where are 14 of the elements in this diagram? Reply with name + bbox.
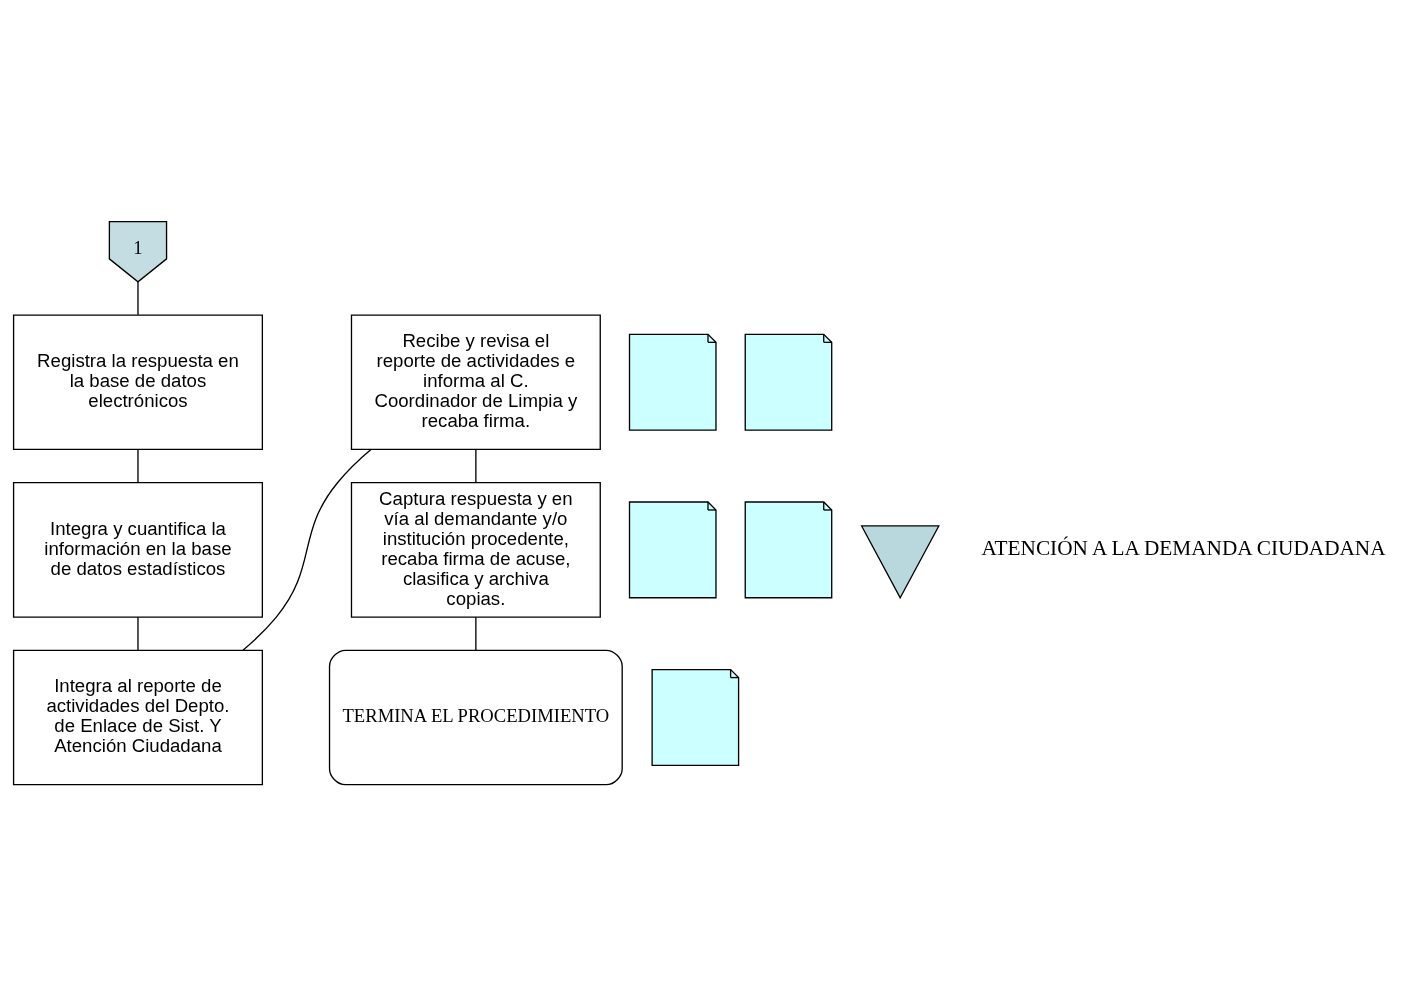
node-box: Captura respuesta y en vía al demandante y/o institución procedente, recaba firma de acuse, clasifica y archiva copias. — [350, 481, 601, 618]
node-box: Registra la respuesta en la base de datos electrónicos — [12, 313, 263, 450]
label: ATENCIÓN A LA DEMANDA CIUDADANA — [981, 535, 1386, 560]
node-box: Integra al reporte de actividades del Depto. de Enlace de Sist. Y Atención Ciudadana — [12, 649, 263, 785]
connector — [137, 448, 139, 483]
node-triangle — [860, 524, 940, 599]
connector — [137, 616, 139, 651]
connector — [137, 280, 139, 315]
node-box: Integra y cuantifica la información en la base de datos estadísticos — [12, 481, 263, 618]
connector — [475, 448, 477, 483]
connector — [475, 616, 477, 651]
node-box: Recibe y revisa el reporte de actividades e informa al C. Coordinador de Limpia y recaba firma. — [350, 313, 601, 450]
node-box: TERMINA EL PROCEDIMIENTO — [328, 649, 623, 785]
connector — [242, 448, 372, 651]
